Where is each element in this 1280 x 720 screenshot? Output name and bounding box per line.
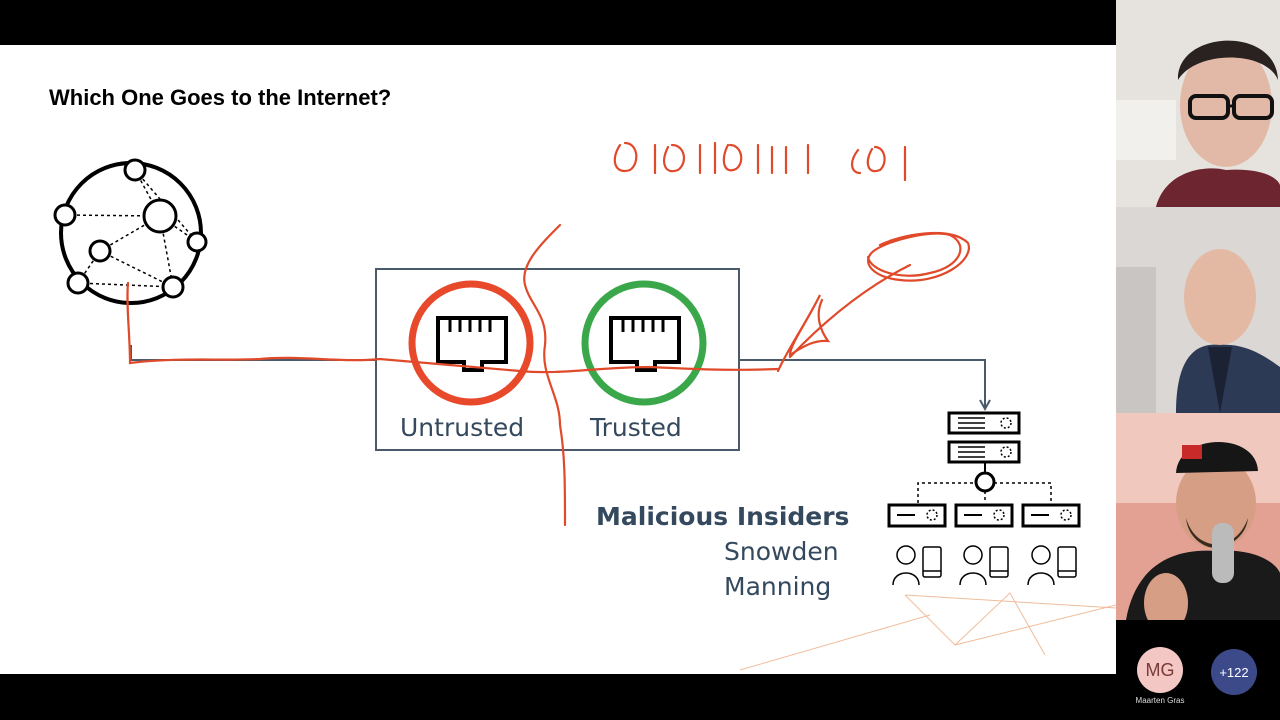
internet-globe-icon: [53, 158, 208, 305]
slide-title: Which One Goes to the Internet?: [49, 85, 392, 110]
participant-video-icon: [1116, 413, 1280, 620]
video-tile-participant-3[interactable]: [1116, 413, 1280, 620]
server-network-icon: [887, 411, 1081, 528]
participant-video-icon: [1116, 207, 1280, 413]
video-tile-participant-1[interactable]: [1116, 0, 1280, 207]
presentation-slide: Which One Goes to the Internet?: [0, 45, 1116, 674]
untrusted-label: Untrusted: [400, 413, 525, 442]
users-icon: [892, 545, 1077, 586]
malicious-insiders-title: Malicious Insiders: [596, 502, 850, 531]
ethernet-port-icon: [436, 316, 508, 372]
more-participants-button[interactable]: +122: [1211, 649, 1257, 695]
bottom-bar: [0, 674, 1116, 720]
pen-annotations: [126, 141, 970, 527]
untrusted-port-ring: [408, 280, 534, 406]
ethernet-port-icon: [609, 316, 681, 372]
slide-diagram: [53, 141, 1116, 671]
trusted-port-ring: [581, 280, 707, 406]
participant-avatar[interactable]: MG: [1137, 647, 1183, 693]
participant-name: Maarten Gras: [1135, 696, 1185, 705]
participant-video-icon: [1116, 0, 1280, 207]
video-tile-participant-2[interactable]: [1116, 207, 1280, 413]
trusted-label: Trusted: [590, 413, 682, 442]
insider-name: Manning: [724, 572, 832, 601]
insider-name: Snowden: [724, 537, 839, 566]
